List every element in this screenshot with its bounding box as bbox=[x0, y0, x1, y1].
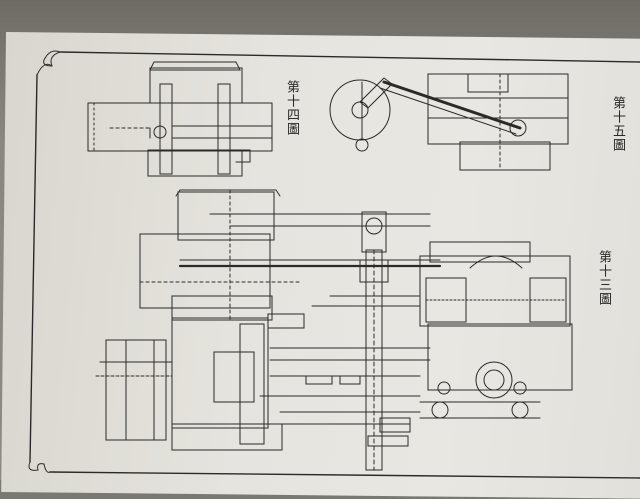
figure-13-drawing bbox=[95, 189, 573, 471]
engineering-plate bbox=[28, 50, 640, 479]
figure-14-label: 第十四圖 bbox=[284, 80, 299, 136]
figure-14-drawing bbox=[87, 61, 273, 177]
plate-border bbox=[28, 50, 640, 479]
figure-15-drawing bbox=[329, 73, 569, 171]
figure-15-label: 第十五圖 bbox=[610, 96, 625, 152]
figure-13-label: 第十三圖 bbox=[596, 250, 611, 306]
